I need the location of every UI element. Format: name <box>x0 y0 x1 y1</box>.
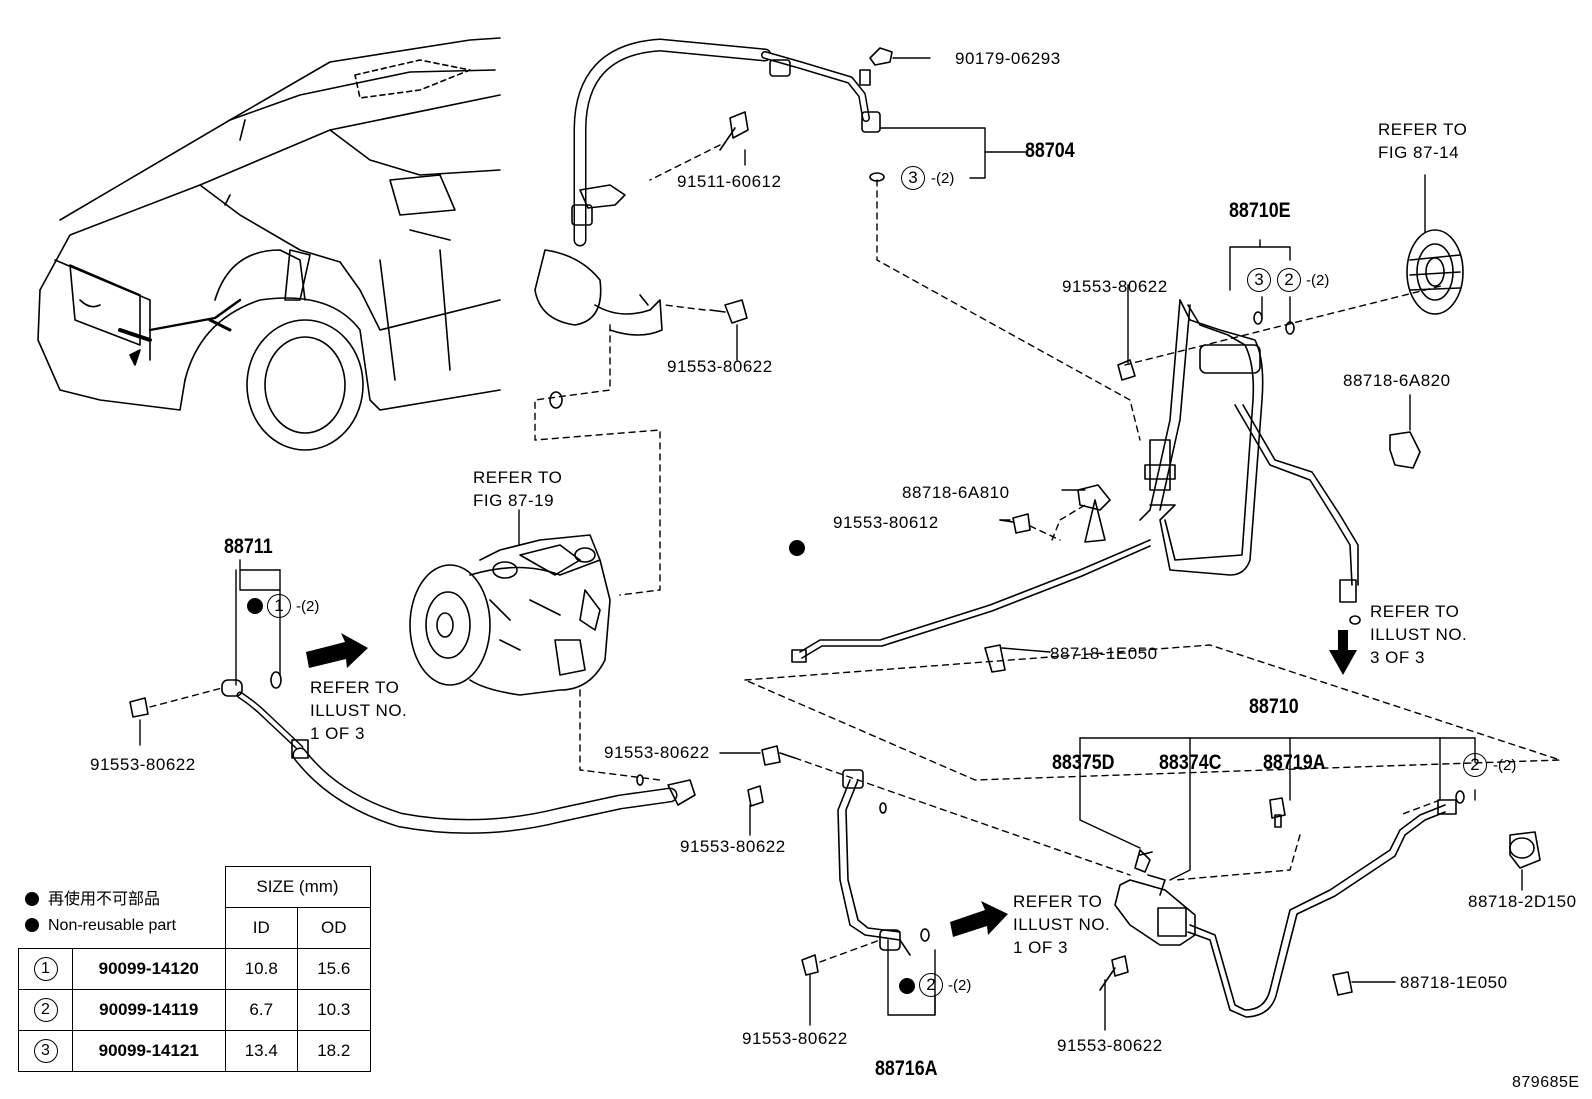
part-88704: 88704 <box>1025 139 1075 162</box>
callout-3-88704: 3 <box>901 166 925 190</box>
callout-2-88710E: 2 <box>1277 268 1301 292</box>
part-91553-80622-bottom-right: 91553-80622 <box>1057 1036 1163 1055</box>
refer-illust-1-left: REFER TO ILLUST NO. 1 OF 3 <box>310 678 408 743</box>
part-91553-80612: 91553-80612 <box>833 513 939 532</box>
row-od: 15.6 <box>297 948 371 990</box>
table-row: 2 90099-14119 6.7 10.3 <box>18 989 371 1031</box>
discharge-hose-88704 <box>534 38 893 336</box>
fasteners <box>129 111 1541 996</box>
non-reusable-marker-mid <box>789 540 805 556</box>
part-88710E: 88710E <box>1229 199 1291 222</box>
od-header: OD <box>297 907 371 949</box>
non-reusable-marker-88711 <box>247 598 263 614</box>
qty-88704: -(2) <box>931 170 955 187</box>
part-88716A: 88716A <box>875 1057 938 1080</box>
figure-id: 879685E <box>1512 1074 1580 1091</box>
suction-hose-88711 <box>221 679 696 834</box>
part-88375D: 88375D <box>1052 751 1115 774</box>
pipe-assembly-88710E <box>791 299 1359 663</box>
part-88718-1E050-mid: 88718-1E050 <box>1050 644 1158 663</box>
row-number: 3 <box>33 1039 58 1063</box>
part-88711: 88711 <box>224 535 273 558</box>
row-id: 10.8 <box>224 948 298 990</box>
row-part: 90099-14119 <box>72 989 226 1031</box>
row-od: 18.2 <box>297 1030 371 1072</box>
refer-fig-87-14: REFER TO FIG 87-14 <box>1378 120 1468 162</box>
callout-1-88711: 1 <box>267 594 291 618</box>
qty-88710: -(2) <box>1493 757 1517 774</box>
refer-illust-1-bottom: REFER TO ILLUST NO. 1 OF 3 <box>1013 892 1111 957</box>
part-88718-6A810: 88718-6A810 <box>902 483 1010 502</box>
part-88719A: 88719A <box>1263 751 1326 774</box>
id-header: ID <box>224 907 298 949</box>
part-88718-1E050-bottom: 88718-1E050 <box>1400 973 1508 992</box>
callout-2-88716A: 2 <box>919 973 943 997</box>
arrow-refer-illust3 <box>1329 630 1357 675</box>
liquid-tube-88710 <box>1114 799 1457 1018</box>
arrow-refer-illust1-bottom <box>950 901 1008 937</box>
callout-3-88710E: 3 <box>1247 268 1271 292</box>
part-91553-80622-mid: 91553-80622 <box>604 743 710 762</box>
part-88710: 88710 <box>1249 695 1299 718</box>
part-88718-2D150: 88718-2D150 <box>1468 892 1577 911</box>
qty-88711: -(2) <box>296 598 320 615</box>
qty-88716A: -(2) <box>948 977 972 994</box>
legend-dot-jp <box>25 892 39 906</box>
arrow-refer-illust1-left <box>306 633 368 668</box>
part-90179-06293: 90179-06293 <box>955 49 1061 68</box>
part-91553-80622-left: 91553-80622 <box>90 755 196 774</box>
refer-illust-3: REFER TO ILLUST NO. 3 OF 3 <box>1370 602 1468 667</box>
vehicle-illustration <box>37 37 501 451</box>
legend-note-jp: 再使用不可部品 <box>48 891 161 908</box>
row-id: 13.4 <box>224 1030 298 1072</box>
table-row: 3 90099-14121 13.4 18.2 <box>18 1030 371 1072</box>
part-91553-80622-mid2: 91553-80622 <box>680 837 786 856</box>
refer-arrows <box>306 630 1357 937</box>
compressor-illustration <box>409 534 611 696</box>
refer-fig-87-19: REFER TO FIG 87-19 <box>473 468 563 510</box>
part-91511-60612: 91511-60612 <box>677 172 782 191</box>
dashed-leader-lines <box>149 144 1561 963</box>
row-id: 6.7 <box>224 989 298 1031</box>
solid-leader-lines <box>139 57 1523 1031</box>
row-part: 90099-14120 <box>72 948 226 990</box>
part-88718-6A820: 88718-6A820 <box>1343 371 1451 390</box>
o-ring-size-table: SIZE (mm) ID OD 1 90099-14120 10.8 15.6 … <box>18 866 371 1072</box>
part-91553-80622-top: 91553-80622 <box>667 357 773 376</box>
grommet <box>1406 229 1464 315</box>
row-number: 2 <box>33 998 58 1022</box>
legend-note-en: Non-reusable part <box>48 917 177 934</box>
part-91553-80622-bottom-left: 91553-80622 <box>742 1029 848 1048</box>
row-od: 10.3 <box>297 989 371 1031</box>
tube-88716A <box>837 769 911 956</box>
legend-dot-en <box>25 918 39 932</box>
table-row: 1 90099-14120 10.8 15.6 <box>18 948 371 990</box>
callout-2-88710: 2 <box>1463 753 1487 777</box>
size-header: SIZE (mm) <box>224 866 371 908</box>
part-91553-80622-right: 91553-80622 <box>1062 277 1168 296</box>
row-number: 1 <box>33 957 58 981</box>
qty-88710E: -(2) <box>1306 272 1330 289</box>
part-88374C: 88374C <box>1159 751 1222 774</box>
non-reusable-marker-88716A <box>899 978 915 994</box>
row-part: 90099-14121 <box>72 1030 226 1072</box>
